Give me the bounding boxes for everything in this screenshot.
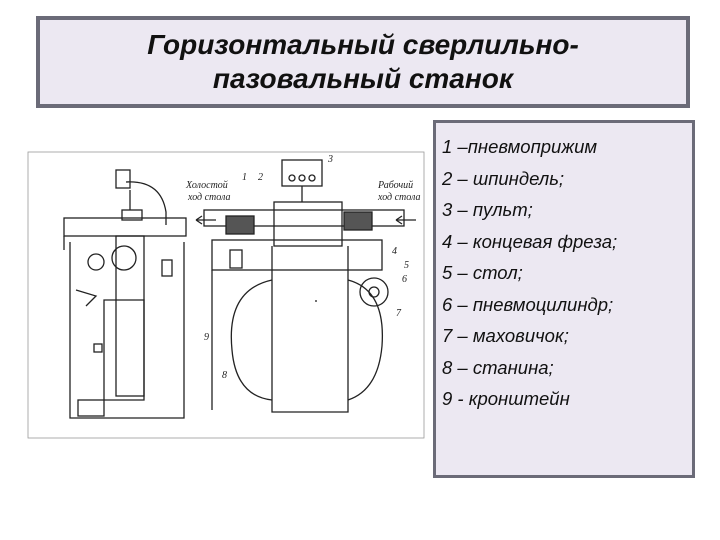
idle-label-1: Холостой (185, 180, 228, 191)
left-table (63, 217, 187, 237)
legend-item: 4 – концевая фреза; (442, 230, 618, 252)
figure-frame (27, 151, 425, 439)
idle-label-2: ход стола (187, 192, 231, 203)
hose-line (125, 181, 167, 225)
hose-connector (115, 169, 131, 189)
title-banner: Горизонтальный сверлильно- пазовальный с… (36, 16, 690, 108)
machine-drawing-svg: Холостой ход стола Рабочий ход стола 1 2… (27, 151, 425, 439)
legend-item: 3 – пульт; (442, 199, 533, 220)
work-arrow (395, 215, 416, 225)
callout-6: 6 (402, 274, 407, 285)
left-pulley (111, 245, 137, 271)
bracket-right (347, 279, 384, 401)
spindle-head (273, 201, 343, 247)
callout-8: 8 (222, 370, 227, 381)
callout-9: 9 (204, 332, 209, 343)
callout-2: 2 (258, 172, 263, 183)
title-line-1: Горизонтальный сверлильно- (147, 29, 579, 60)
legend-item: 5 – стол; (442, 262, 523, 283)
callout-7: 7 (396, 308, 402, 319)
legend-item: 1 –пневмоприжим (442, 136, 598, 157)
machine-drawing: Холостой ход стола Рабочий ход стола 1 2… (26, 150, 426, 440)
callout-5: 5 (404, 260, 409, 271)
legend-item: 8 – станина; (442, 356, 554, 378)
control-panel (281, 159, 323, 187)
title-line-2: пазовальный станок (212, 63, 514, 94)
legend-item: 2 – шпиндель; (442, 167, 565, 189)
legend-item: 9 - кронштейн (442, 388, 570, 409)
callout-1: 1 (242, 172, 247, 183)
work-label-2: ход стола (377, 192, 421, 203)
work-label-1: Рабочий (377, 180, 413, 191)
right-table (203, 209, 405, 227)
callout-4: 4 (392, 246, 397, 257)
left-switch (161, 259, 173, 277)
left-body (69, 242, 185, 419)
left-knob (87, 253, 105, 271)
left-workpiece (225, 215, 255, 235)
callout-3: 3 (327, 154, 333, 165)
right-workpiece (343, 211, 373, 231)
carriage (211, 239, 383, 271)
handwheel (359, 277, 389, 307)
stand-column (271, 246, 349, 413)
idle-arrow (195, 215, 216, 225)
bracket-left (230, 279, 273, 401)
legend-item: 6 – пневмоцилиндр; (442, 293, 614, 315)
left-door (103, 299, 145, 401)
legend-box: 1 –пневмоприжим 2 – шпиндель; 3 – пульт;… (433, 120, 695, 478)
legend-item: 7 – маховичок; (442, 325, 569, 346)
left-spindle-column (115, 235, 145, 397)
